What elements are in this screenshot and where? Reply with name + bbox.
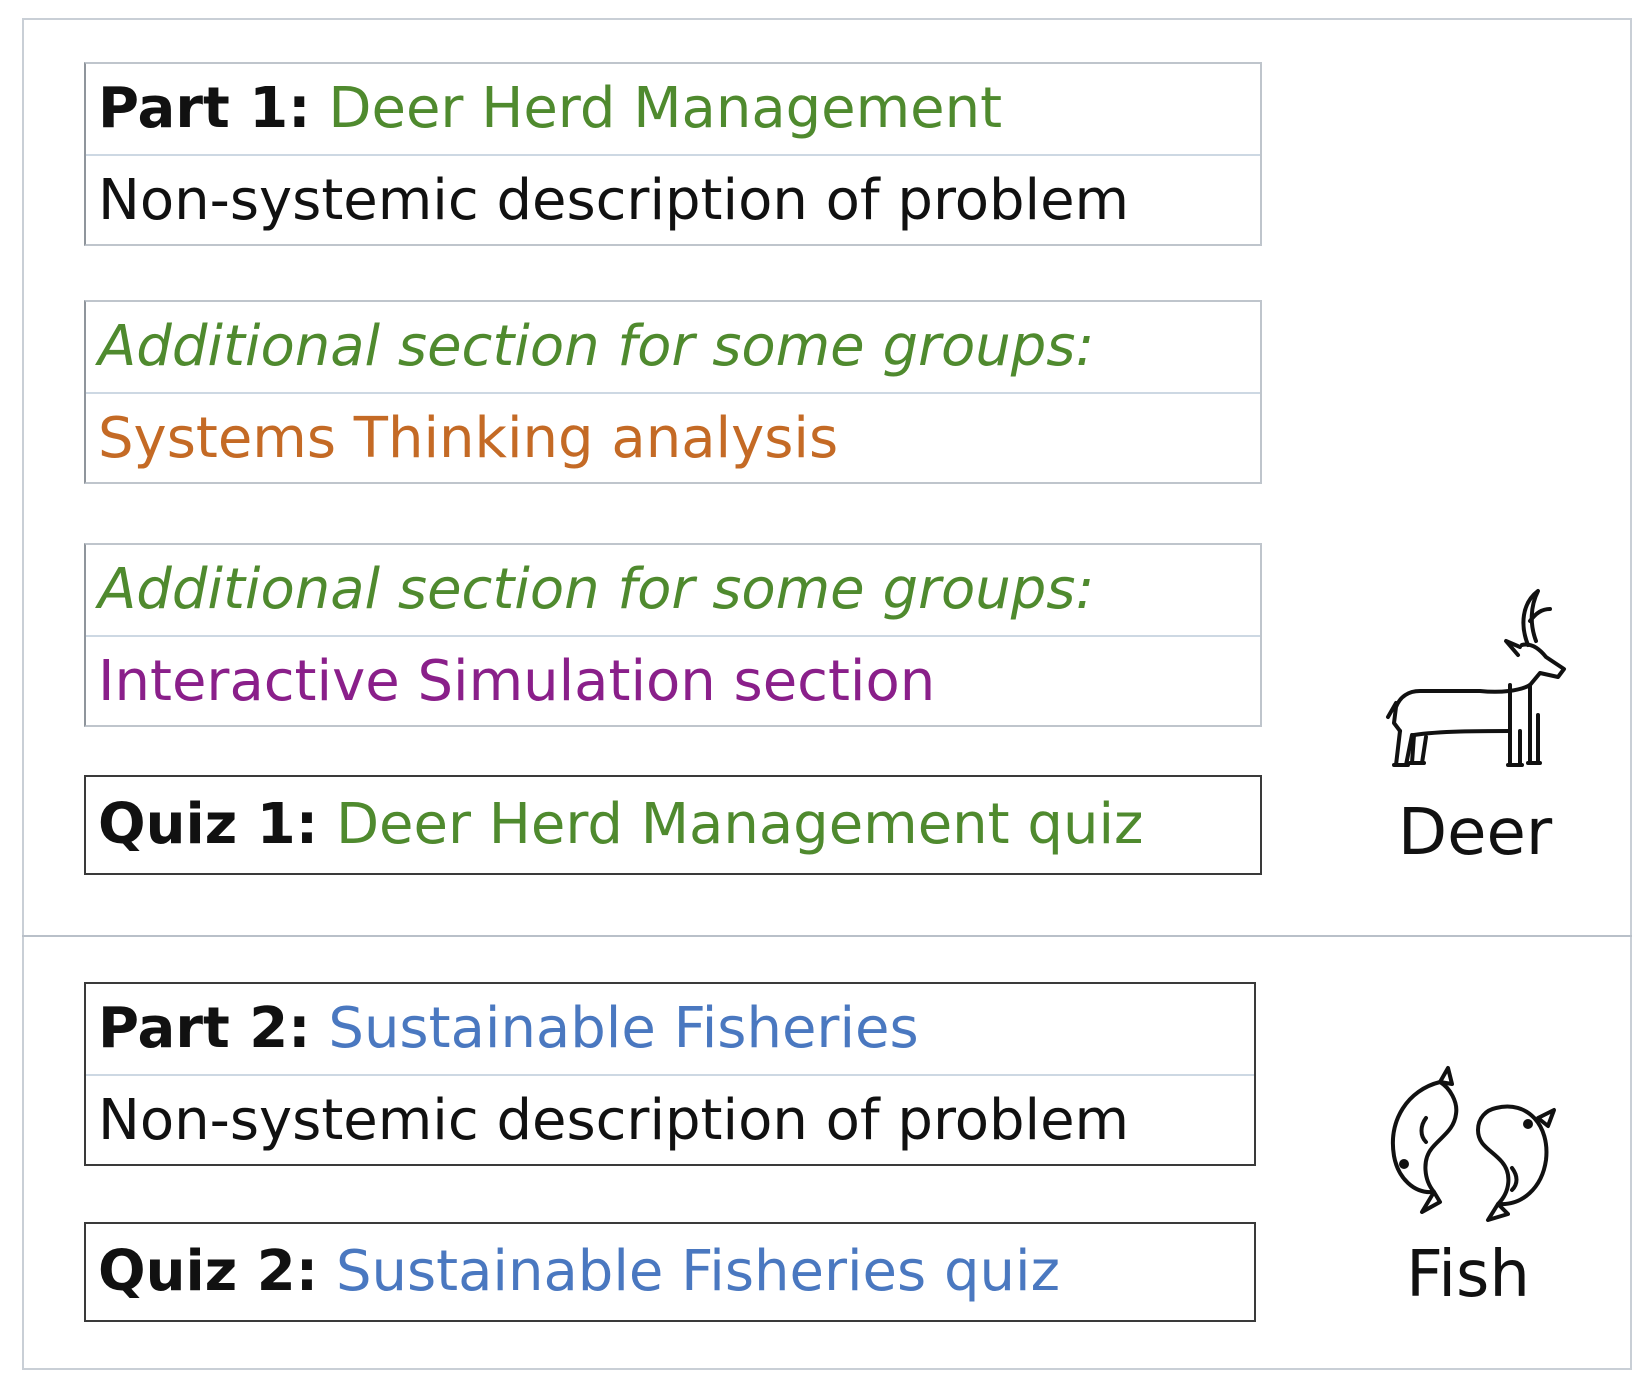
quiz1-row: Quiz 1: Deer Herd Management quiz: [86, 777, 1260, 873]
part1-description: Non-systemic description of problem: [86, 154, 1260, 244]
systems-thinking-box: Additional section for some groups: Syst…: [84, 300, 1262, 484]
part1-title: Deer Herd Management: [328, 76, 1003, 141]
diagram-frame: [22, 18, 1632, 1370]
part1-title-row: Part 1: Deer Herd Management: [86, 64, 1260, 154]
deer-icon: [1380, 585, 1570, 770]
part2-title: Sustainable Fisheries: [328, 996, 919, 1061]
systems-section-header: Additional section for some groups:: [98, 314, 1095, 379]
quiz1-title: Deer Herd Management quiz: [335, 792, 1144, 857]
part1-box: Part 1: Deer Herd Management Non-systemi…: [84, 62, 1262, 246]
quiz2-row: Quiz 2: Sustainable Fisheries quiz: [86, 1224, 1254, 1320]
quiz2-box: Quiz 2: Sustainable Fisheries quiz: [84, 1222, 1256, 1322]
quiz2-title: Sustainable Fisheries quiz: [335, 1239, 1060, 1304]
part2-title-row: Part 2: Sustainable Fisheries: [86, 984, 1254, 1074]
quiz1-box: Quiz 1: Deer Herd Management quiz: [84, 775, 1262, 875]
fish-icon: [1378, 1064, 1558, 1224]
simulation-box: Additional section for some groups: Inte…: [84, 543, 1262, 727]
simulation-section-title: Interactive Simulation section: [86, 635, 1260, 725]
systems-section-title: Systems Thinking analysis: [86, 392, 1260, 482]
fish-label: Fish: [1406, 1238, 1530, 1312]
quiz1-label: Quiz 1:: [98, 792, 319, 857]
section-divider: [22, 935, 1632, 937]
simulation-section-header: Additional section for some groups:: [98, 557, 1095, 622]
quiz2-label: Quiz 2:: [98, 1239, 319, 1304]
part1-label: Part 1:: [98, 76, 311, 141]
part2-box: Part 2: Sustainable Fisheries Non-system…: [84, 982, 1256, 1166]
deer-label: Deer: [1397, 796, 1553, 870]
part2-label: Part 2:: [98, 996, 311, 1061]
part2-description: Non-systemic description of problem: [86, 1074, 1254, 1164]
